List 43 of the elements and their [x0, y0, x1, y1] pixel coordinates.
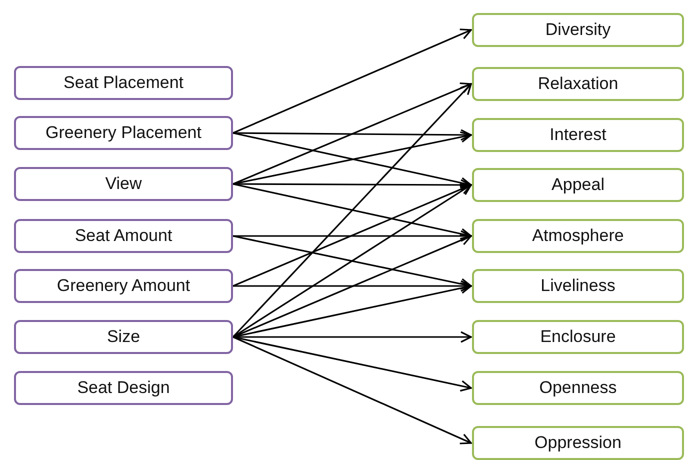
factor-box	[14, 66, 233, 100]
factor-box	[14, 167, 233, 201]
box-label: Seat Placement	[63, 72, 184, 94]
box-label: Liveliness	[540, 275, 616, 298]
factor-box	[14, 371, 233, 405]
outcome-box	[472, 371, 684, 405]
outcome-box	[472, 13, 684, 47]
outcome-box	[472, 219, 684, 253]
arrow	[232, 235, 472, 290]
outcome-box	[472, 67, 684, 101]
arrow	[233, 179, 472, 191]
box-label: Atmosphere	[532, 225, 624, 248]
arrow	[233, 129, 472, 141]
factor-box	[14, 269, 233, 303]
factor-box	[14, 219, 233, 253]
arrow	[232, 83, 472, 338]
box-label: View	[105, 173, 142, 196]
box-label: Oppression	[534, 432, 622, 454]
arrow	[232, 184, 472, 287]
arrow	[233, 230, 472, 242]
factor-box	[14, 116, 233, 150]
arrow	[232, 28, 472, 134]
box-label: Size	[106, 326, 140, 348]
box-label: Interest	[550, 124, 606, 146]
outcome-box	[472, 118, 684, 152]
arrow	[232, 183, 472, 240]
outcome-box	[472, 168, 684, 202]
outcome-box	[472, 426, 684, 460]
arrow	[233, 280, 472, 292]
factor-box	[14, 320, 233, 354]
box-label: Appeal	[552, 174, 604, 196]
box-label: Diversity	[545, 19, 611, 42]
box-label: Relaxation	[538, 73, 618, 96]
box-label: Seat Design	[77, 377, 170, 400]
arrow	[232, 336, 472, 444]
arrow	[232, 82, 472, 185]
box-label: Seat Amount	[74, 225, 172, 248]
box-label: Enclosure	[540, 326, 616, 348]
box-label: Openness	[539, 377, 617, 400]
outcome-box	[472, 269, 684, 303]
outcome-box	[472, 320, 684, 354]
box-label: Greenery Amount	[56, 275, 190, 298]
box-label: Greenery Placement	[46, 122, 202, 144]
